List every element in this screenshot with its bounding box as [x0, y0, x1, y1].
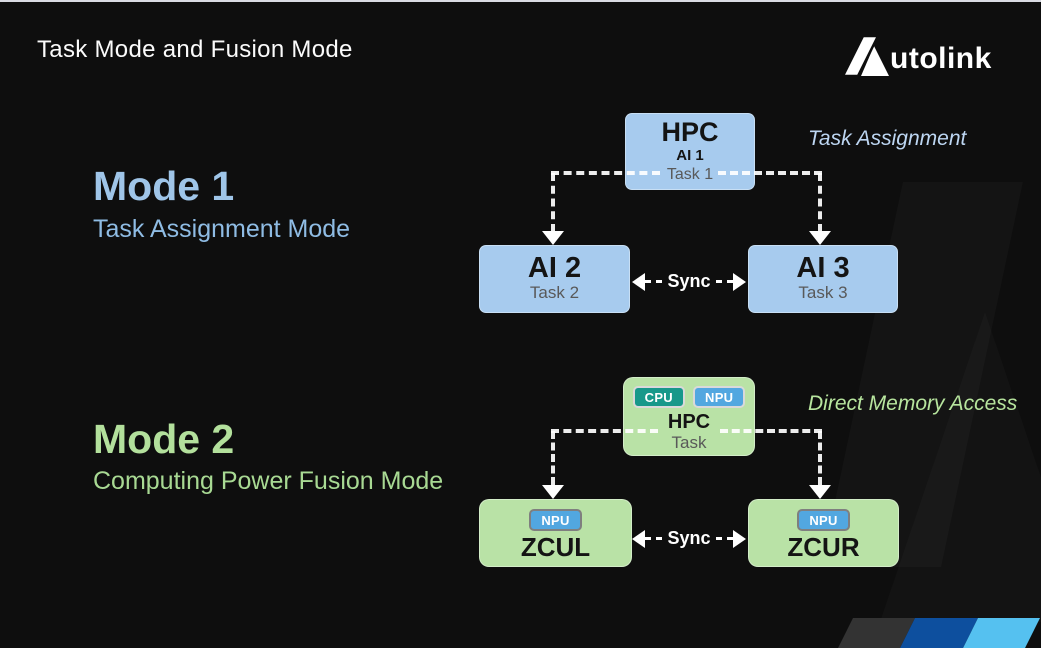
- dash-segment: [715, 537, 733, 540]
- dash-segment: [645, 537, 663, 540]
- arrow-right-icon: [733, 529, 746, 548]
- mode2-right-box: NPU ZCUR: [748, 499, 899, 567]
- autolink-logo: utolink: [840, 34, 992, 81]
- mode1-hpc-task: Task 1: [666, 165, 714, 183]
- npu-chip: NPU: [529, 509, 582, 531]
- mode2-connector-vertical-right: [818, 431, 822, 485]
- arrow-left-icon: [632, 272, 645, 291]
- npu-chip: NPU: [797, 509, 850, 531]
- arrow-right-icon: [733, 272, 746, 291]
- mode2-sync-connector: Sync: [632, 528, 746, 549]
- mode2-connector-vertical-left: [551, 431, 555, 485]
- mode2-left-title: ZCUL: [520, 532, 591, 562]
- mode1-hpc-box: HPC AI 1 Task 1: [625, 113, 755, 190]
- slide-title: Task Mode and Fusion Mode: [37, 36, 353, 63]
- autolink-a-icon: [840, 34, 891, 81]
- top-divider: [0, 0, 1041, 2]
- mode1-right-title: AI 3: [796, 252, 850, 285]
- mode1-left-box: AI 2 Task 2: [479, 245, 630, 313]
- arrow-left-icon: [632, 529, 645, 548]
- mode1-sync-connector: Sync: [632, 271, 746, 292]
- mode2-hpc-chip-row: CPU NPU: [632, 386, 746, 408]
- mode1-hpc-title: HPC: [661, 117, 719, 148]
- mode2-hpc-box: CPU NPU HPC Task: [623, 377, 755, 456]
- mode1-annotation: Task Assignment: [808, 127, 967, 150]
- mode2-hpc-task: Task: [671, 433, 707, 452]
- mode1-hpc-subtitle: AI 1: [676, 146, 704, 164]
- mode2-left-box: NPU ZCUL: [479, 499, 632, 567]
- mode1-sync-label: Sync: [667, 271, 711, 291]
- mode2-sync-label: Sync: [667, 528, 711, 548]
- dash-segment: [645, 280, 663, 283]
- logo-wordmark: utolink: [890, 41, 992, 75]
- mode2-connector-horizontal-left: [551, 429, 658, 433]
- mode2-connector-horizontal-right: [720, 429, 822, 433]
- mode1-connector-horizontal-left: [551, 171, 660, 175]
- mode1-right-task: Task 3: [798, 283, 848, 303]
- cpu-chip: CPU: [632, 386, 685, 408]
- mode1-left-title: AI 2: [527, 252, 582, 285]
- mode2-subheading: Computing Power Fusion Mode: [93, 467, 444, 495]
- mode1-arrow-down-left-icon: [542, 231, 564, 245]
- mode2-arrow-down-right-icon: [809, 485, 831, 499]
- mode2-arrow-down-left-icon: [542, 485, 564, 499]
- mode1-arrow-down-right-icon: [809, 231, 831, 245]
- npu-chip: NPU: [693, 386, 746, 408]
- mode2-right-title: ZCUR: [787, 532, 860, 562]
- mode1-connector-horizontal-right: [718, 171, 822, 175]
- mode1-connector-vertical-left: [551, 173, 555, 232]
- dash-segment: [715, 280, 733, 283]
- ribbon-stripe-lightblue: [963, 618, 1040, 648]
- mode1-left-task: Task 2: [529, 283, 580, 303]
- mode2-hpc-title: HPC: [667, 411, 711, 433]
- mode1-right-box: AI 3 Task 3: [748, 245, 898, 313]
- mode1-connector-vertical-right: [818, 173, 822, 232]
- mode1-heading: Mode 1: [93, 163, 235, 209]
- mode1-subheading: Task Assignment Mode: [93, 215, 351, 243]
- mode2-annotation: Direct Memory Access: [808, 392, 1018, 415]
- mode2-heading: Mode 2: [93, 416, 235, 462]
